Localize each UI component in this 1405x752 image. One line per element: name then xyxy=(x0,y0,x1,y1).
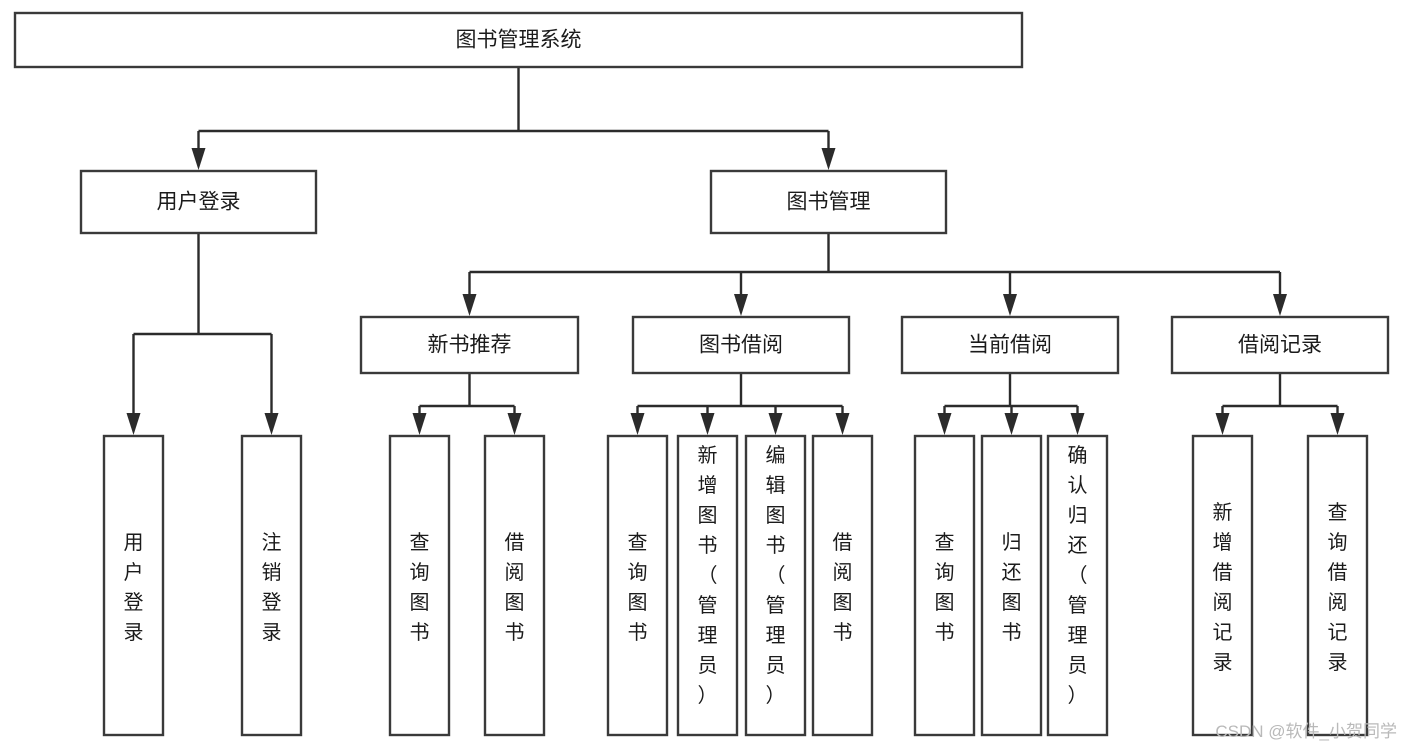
node-label-user-login: 用户登录 xyxy=(157,191,241,214)
node-label-leaf-borrow-book-bor: 借阅图书 xyxy=(833,531,853,644)
arrowhead-icon xyxy=(507,413,522,435)
watermark-text: CSDN @软件_小贺同学 xyxy=(1215,722,1397,741)
node-box-leaf-return-book[interactable] xyxy=(980,434,1043,737)
node-box-leaf-confirm-return[interactable] xyxy=(1046,434,1109,737)
arrowhead-icon xyxy=(700,413,715,435)
node-label-leaf-query-book-bor: 查询图书 xyxy=(628,531,648,644)
node-box-leaf-query-book-cur[interactable] xyxy=(913,434,976,737)
arrowhead-icon xyxy=(462,294,477,316)
arrowhead-icon xyxy=(835,413,850,435)
arrowhead-icon xyxy=(768,413,783,435)
node-leaf-query-book-rec[interactable]: 查询图书 xyxy=(388,434,451,737)
node-box-leaf-query-book-rec[interactable] xyxy=(388,434,451,737)
node-box-leaf-query-record[interactable] xyxy=(1306,434,1369,737)
node-box-current-borrow[interactable] xyxy=(900,315,1120,375)
node-label-leaf-borrow-book-rec: 借阅图书 xyxy=(505,531,525,644)
node-box-new-book-recommend[interactable] xyxy=(359,315,580,375)
node-box-leaf-borrow-book-rec[interactable] xyxy=(483,434,546,737)
arrowhead-icon xyxy=(937,413,952,435)
node-box-borrow-record[interactable] xyxy=(1170,315,1390,375)
edges-layer xyxy=(126,67,1345,435)
node-label-leaf-edit-book: 编辑图书（管理员） xyxy=(766,444,786,707)
node-leaf-query-book-bor[interactable]: 查询图书 xyxy=(606,434,669,737)
arrowhead-icon xyxy=(126,413,141,435)
arrowhead-icon xyxy=(1215,413,1230,435)
node-label-leaf-add-record: 新增借阅记录 xyxy=(1213,501,1233,674)
node-leaf-return-book[interactable]: 归还图书 xyxy=(980,434,1043,737)
node-label-leaf-query-book-rec: 查询图书 xyxy=(410,531,430,644)
edge-group-root xyxy=(191,67,836,170)
node-label-leaf-add-book: 新增图书（管理员） xyxy=(698,444,718,707)
node-label-leaf-confirm-return: 确认归还（管理员） xyxy=(1068,444,1088,707)
edge-group-new-book-recommend xyxy=(412,373,522,435)
node-label-book-manage: 图书管理 xyxy=(787,191,871,214)
nodes-layer: 图书管理系统用户登录图书管理新书推荐图书借阅当前借阅借阅记录用户登录注销登录查询… xyxy=(13,11,1390,737)
node-leaf-borrow-book-bor[interactable]: 借阅图书 xyxy=(811,434,874,737)
edge-group-book-manage xyxy=(462,233,1287,316)
node-label-leaf-logout: 注销登录 xyxy=(262,531,282,644)
node-box-root[interactable] xyxy=(13,11,1024,69)
node-label-book-borrow: 图书借阅 xyxy=(699,334,783,357)
node-label-leaf-query-record: 查询借阅记录 xyxy=(1328,501,1348,674)
node-leaf-add-record[interactable]: 新增借阅记录 xyxy=(1191,434,1254,737)
node-label-current-borrow: 当前借阅 xyxy=(968,334,1052,357)
node-leaf-logout[interactable]: 注销登录 xyxy=(240,434,303,737)
node-leaf-confirm-return[interactable]: 确认归还（管理员） xyxy=(1046,434,1109,737)
edge-group-current-borrow xyxy=(937,373,1085,435)
node-box-leaf-borrow-book-bor[interactable] xyxy=(811,434,874,737)
edge-group-borrow-record xyxy=(1215,373,1345,435)
node-box-leaf-add-book[interactable] xyxy=(676,434,739,737)
arrowhead-icon xyxy=(1004,413,1019,435)
node-root[interactable]: 图书管理系统 xyxy=(13,11,1024,69)
arrowhead-icon xyxy=(1330,413,1345,435)
arrowhead-icon xyxy=(1070,413,1085,435)
arrowhead-icon xyxy=(1273,294,1287,316)
arrowhead-icon xyxy=(821,148,836,170)
arrowhead-icon xyxy=(264,413,279,435)
node-box-book-borrow[interactable] xyxy=(631,315,851,375)
node-box-leaf-add-record[interactable] xyxy=(1191,434,1254,737)
arrowhead-icon xyxy=(630,413,645,435)
arrowhead-icon xyxy=(734,294,748,316)
node-leaf-query-book-cur[interactable]: 查询图书 xyxy=(913,434,976,737)
node-box-leaf-user-login[interactable] xyxy=(102,434,165,737)
node-leaf-query-record[interactable]: 查询借阅记录 xyxy=(1306,434,1369,737)
node-label-leaf-return-book: 归还图书 xyxy=(1002,531,1022,644)
node-user-login[interactable]: 用户登录 xyxy=(79,169,318,235)
node-leaf-add-book[interactable]: 新增图书（管理员） xyxy=(676,434,739,737)
node-box-book-manage[interactable] xyxy=(709,169,948,235)
node-label-leaf-query-book-cur: 查询图书 xyxy=(935,531,955,644)
node-current-borrow[interactable]: 当前借阅 xyxy=(900,315,1120,375)
node-borrow-record[interactable]: 借阅记录 xyxy=(1170,315,1390,375)
edge-group-user-login xyxy=(126,233,279,435)
node-box-leaf-edit-book[interactable] xyxy=(744,434,807,737)
node-leaf-user-login[interactable]: 用户登录 xyxy=(102,434,165,737)
node-book-borrow[interactable]: 图书借阅 xyxy=(631,315,851,375)
node-label-leaf-user-login: 用户登录 xyxy=(124,532,144,644)
node-leaf-borrow-book-rec[interactable]: 借阅图书 xyxy=(483,434,546,737)
node-box-user-login[interactable] xyxy=(79,169,318,235)
node-box-leaf-logout[interactable] xyxy=(240,434,303,737)
arrowhead-icon xyxy=(412,413,427,435)
node-label-new-book-recommend: 新书推荐 xyxy=(428,334,512,357)
arrowhead-icon xyxy=(191,148,206,170)
edge-group-book-borrow xyxy=(630,373,850,435)
node-label-borrow-record: 借阅记录 xyxy=(1238,334,1322,357)
node-book-manage[interactable]: 图书管理 xyxy=(709,169,948,235)
node-box-leaf-query-book-bor[interactable] xyxy=(606,434,669,737)
node-leaf-edit-book[interactable]: 编辑图书（管理员） xyxy=(744,434,807,737)
arrowhead-icon xyxy=(1003,294,1017,316)
node-new-book-recommend[interactable]: 新书推荐 xyxy=(359,315,580,375)
node-label-root: 图书管理系统 xyxy=(456,29,582,52)
